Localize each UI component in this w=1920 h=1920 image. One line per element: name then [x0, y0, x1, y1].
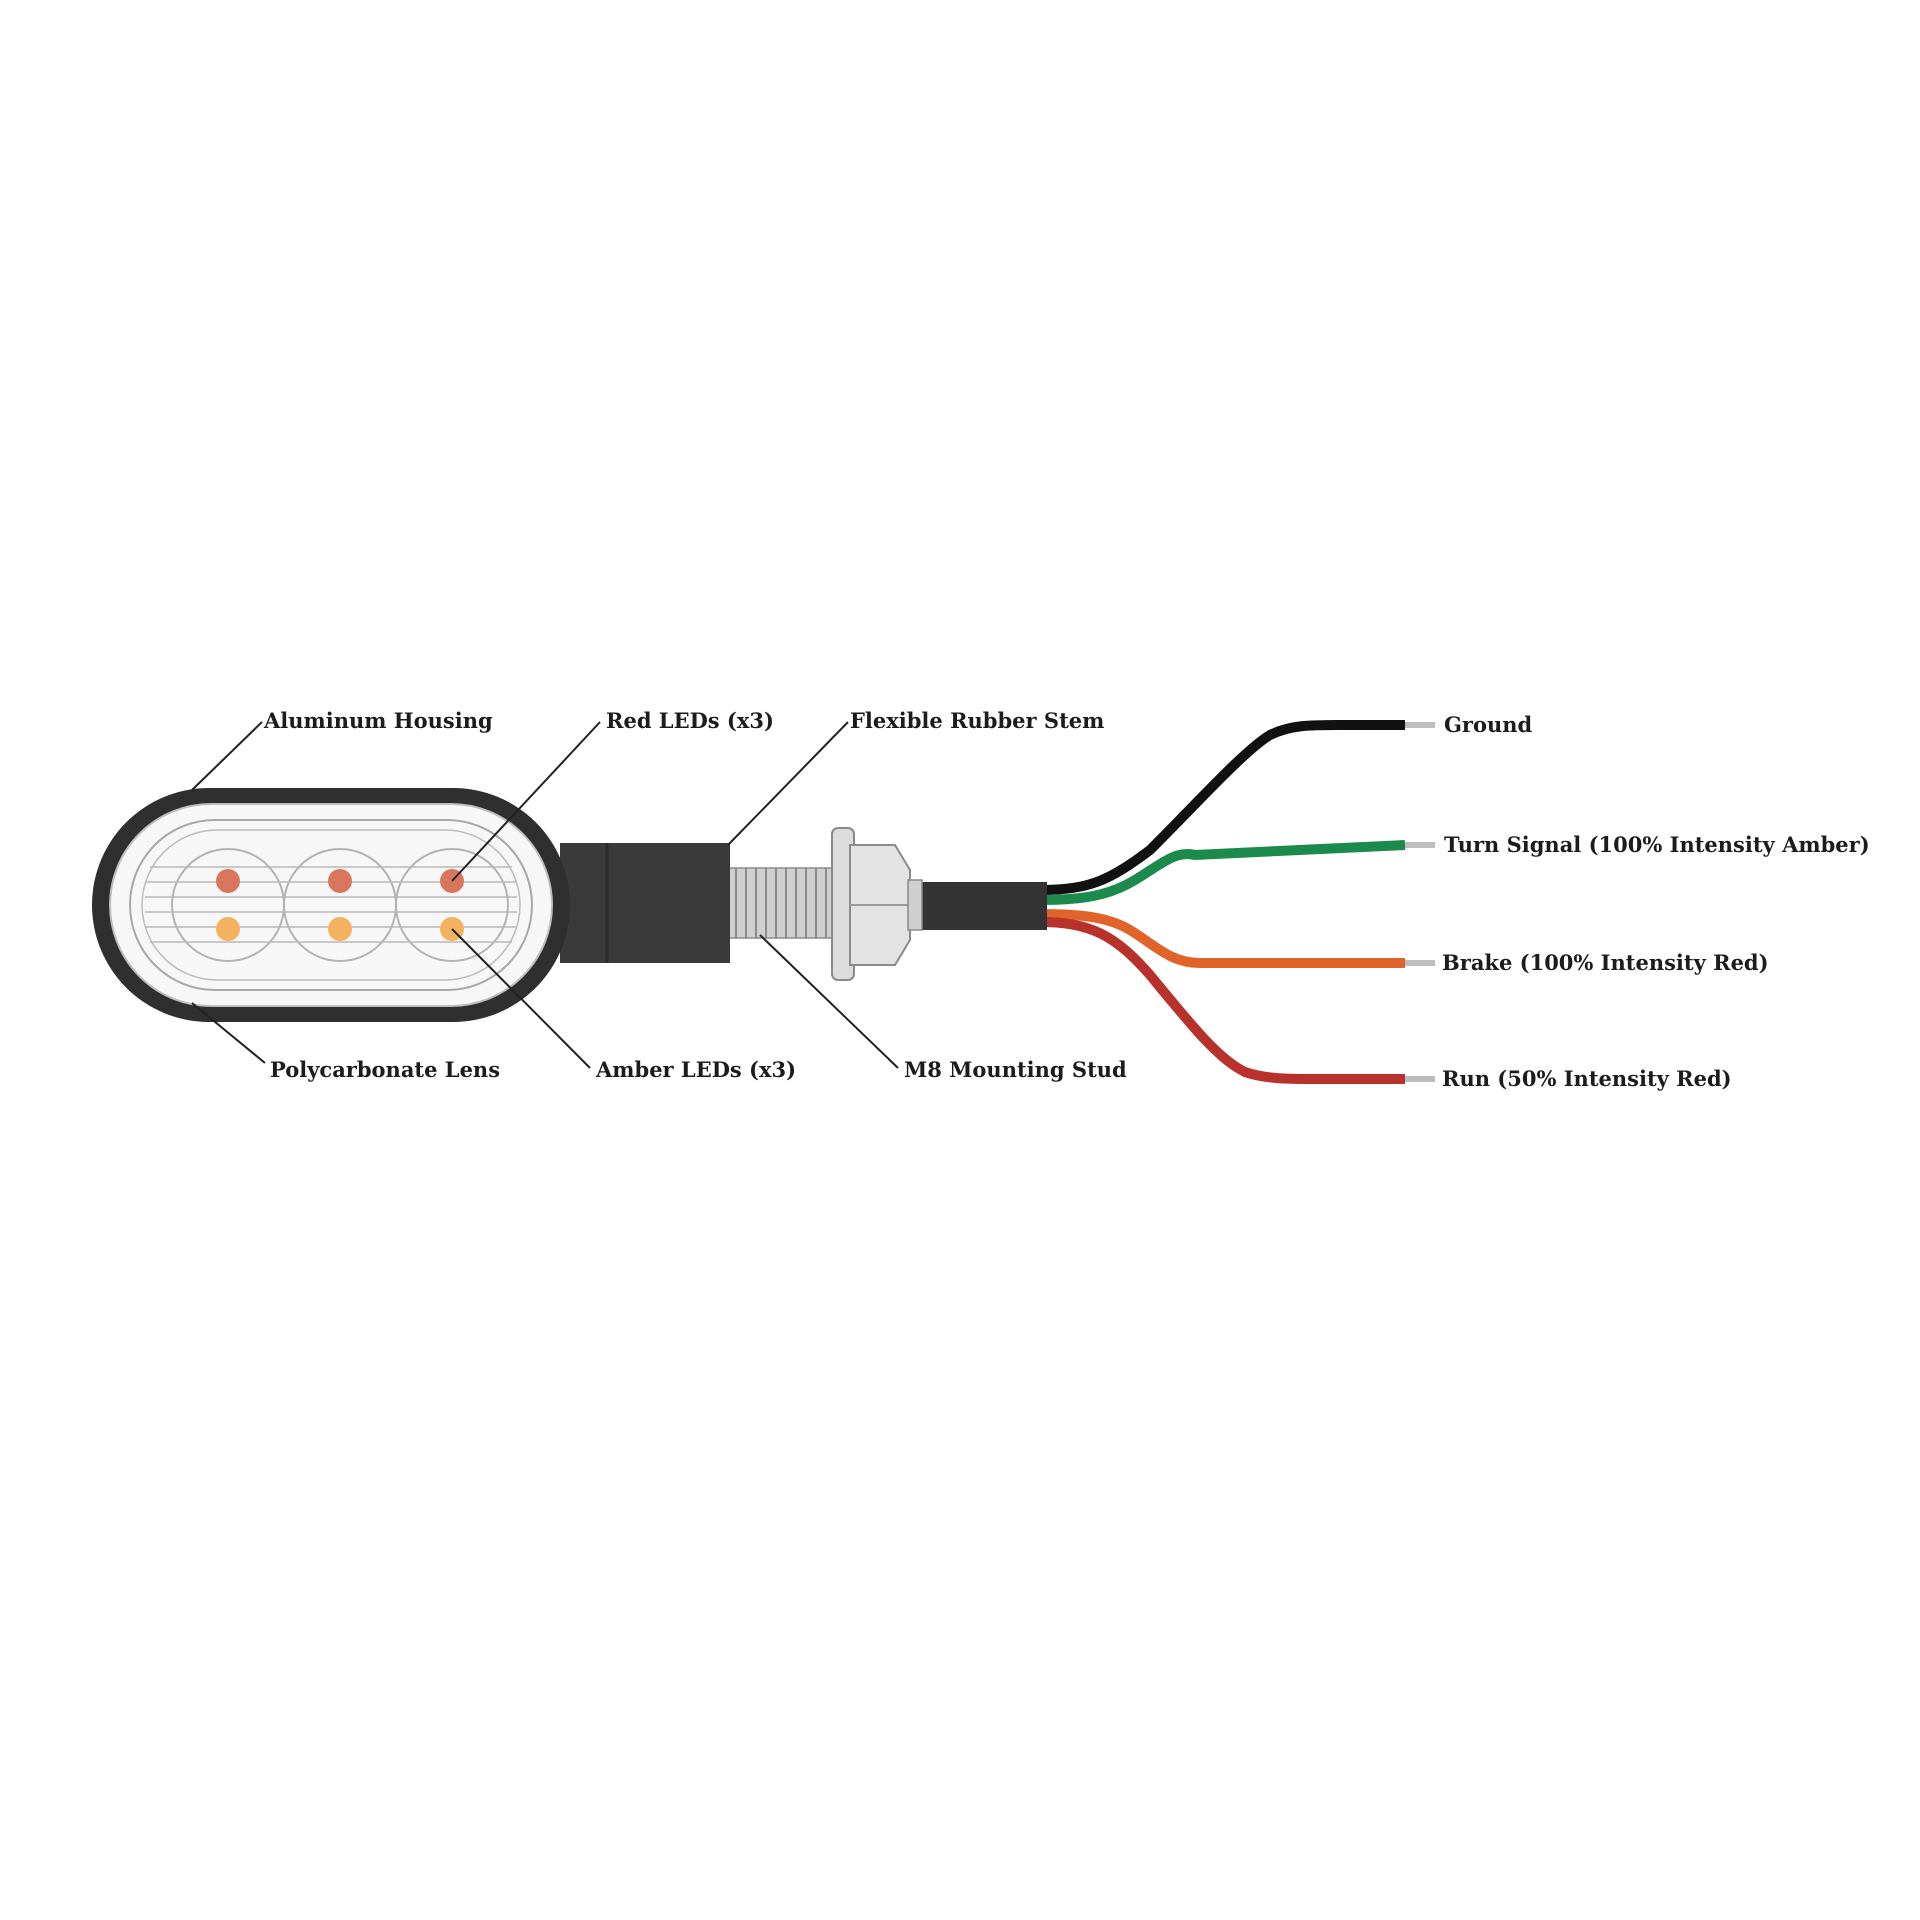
mounting-stud — [727, 867, 837, 939]
rubber-stem — [560, 843, 730, 963]
mounting-nut — [831, 827, 923, 981]
wire-brake — [1039, 909, 1405, 968]
leader-lines — [191, 721, 899, 1069]
red-led-2 — [328, 869, 352, 893]
reflector-3 — [395, 848, 509, 962]
amber-led-1 — [216, 917, 240, 941]
leader-amber-leds — [451, 928, 591, 1069]
label-red-leds: Red LEDs (x3) — [606, 708, 774, 733]
stud-threads — [735, 868, 827, 938]
label-polycarbonate-lens: Polycarbonate Lens — [270, 1057, 500, 1082]
leader-red-leds — [451, 721, 601, 882]
lens-inner-ring-1 — [129, 819, 533, 991]
wire-group — [1039, 720, 1435, 1084]
label-aluminum-housing: Aluminum Housing — [263, 708, 493, 733]
polycarbonate-lens — [109, 803, 553, 1007]
label-m8-mounting-stud: M8 Mounting Stud — [904, 1057, 1127, 1082]
label-amber-leds: Amber LEDs (x3) — [595, 1057, 796, 1082]
leader-stem — [727, 721, 849, 846]
label-wire-ground: Ground — [1444, 712, 1533, 737]
label-wire-run: Run (50% Intensity Red) — [1442, 1066, 1732, 1091]
leader-lens — [191, 1002, 266, 1064]
leader-housing — [191, 721, 263, 791]
wire-run — [1039, 917, 1405, 1084]
reflectors — [171, 848, 509, 962]
label-wire-turn-signal: Turn Signal (100% Intensity Amber) — [1444, 832, 1870, 857]
wire-ground — [1039, 720, 1405, 895]
wire-turn-signal — [1039, 840, 1406, 905]
label-wire-brake: Brake (100% Intensity Red) — [1442, 950, 1769, 975]
cable-sheath — [915, 882, 1047, 930]
red-led-1 — [216, 869, 240, 893]
lens-inner-ring-2 — [141, 829, 521, 981]
leader-stud — [759, 934, 899, 1069]
label-flexible-rubber-stem: Flexible Rubber Stem — [850, 708, 1104, 733]
amber-led-2 — [328, 917, 352, 941]
